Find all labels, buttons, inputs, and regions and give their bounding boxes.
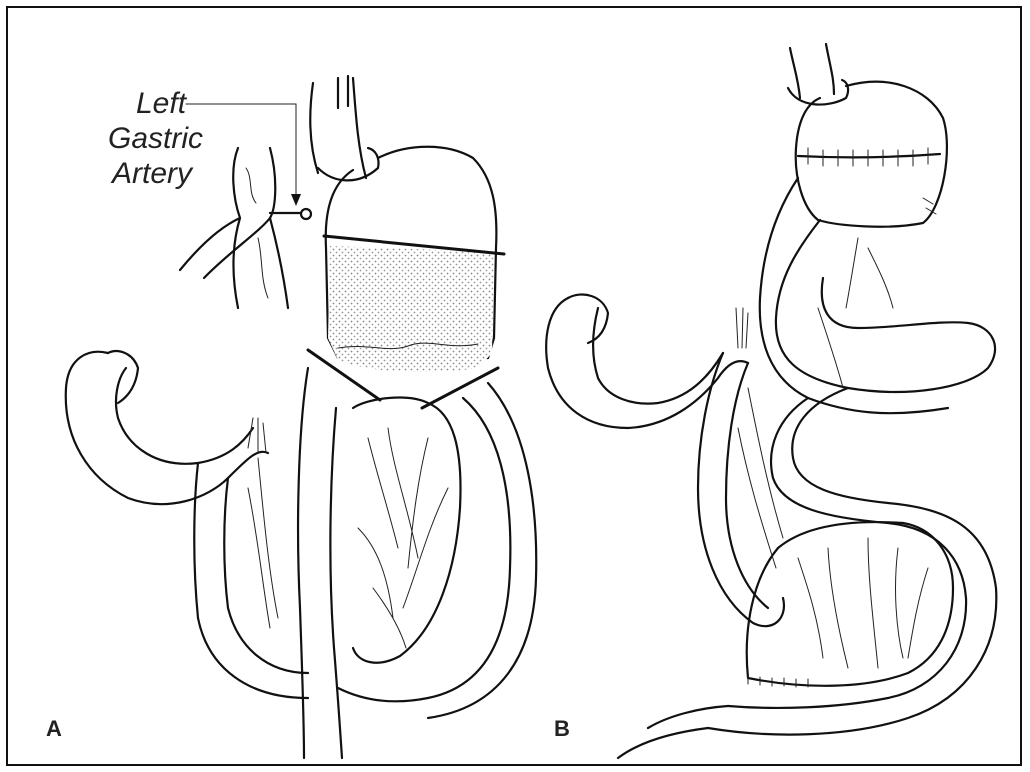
vessel-detail bbox=[246, 168, 268, 298]
roux-limb-b-tail bbox=[618, 706, 728, 758]
celiac-vessels bbox=[180, 148, 300, 308]
duodenal-stump-a bbox=[108, 351, 138, 403]
roux-limb-b-lower bbox=[708, 388, 996, 735]
panel-label-a: A bbox=[46, 716, 62, 741]
esophagus-b bbox=[790, 44, 834, 98]
pouch-staple-line bbox=[798, 154, 940, 157]
figure-frame: Left Gastric Artery A B bbox=[6, 6, 1022, 766]
callout-label-line-1: Left bbox=[136, 87, 188, 120]
duodenal-stump-b bbox=[568, 294, 608, 343]
afferent-limb-a bbox=[66, 352, 268, 504]
esophagus-a-cuff bbox=[318, 148, 379, 180]
panel-b bbox=[546, 44, 996, 758]
mesentery-loop-a bbox=[353, 398, 461, 663]
roux-limb-b bbox=[760, 178, 995, 413]
callout-label-line-2: Gastric bbox=[108, 122, 203, 155]
callout-arrowhead bbox=[291, 194, 301, 206]
roux-limb-a bbox=[298, 368, 342, 758]
mesentery-fan-left-a bbox=[248, 418, 278, 628]
callout-label-line-3: Artery bbox=[110, 157, 194, 190]
left-gastric-artery-ligation bbox=[301, 209, 311, 219]
afferent-limb-descending-b bbox=[698, 353, 784, 626]
panel-label-b: B bbox=[554, 716, 570, 741]
mesentery-b bbox=[747, 522, 953, 686]
mesentery-vessels-b bbox=[798, 238, 928, 668]
lower-transection-line-right bbox=[422, 368, 498, 408]
afferent-limb-descending-a bbox=[194, 463, 308, 698]
esophagus-a-top bbox=[338, 76, 348, 108]
afferent-limb-b bbox=[546, 298, 748, 428]
intestinal-loop-right-a bbox=[338, 383, 536, 718]
surgical-illustration: Left Gastric Artery A B bbox=[8, 8, 1024, 768]
resected-stomach-shading bbox=[328, 246, 494, 372]
